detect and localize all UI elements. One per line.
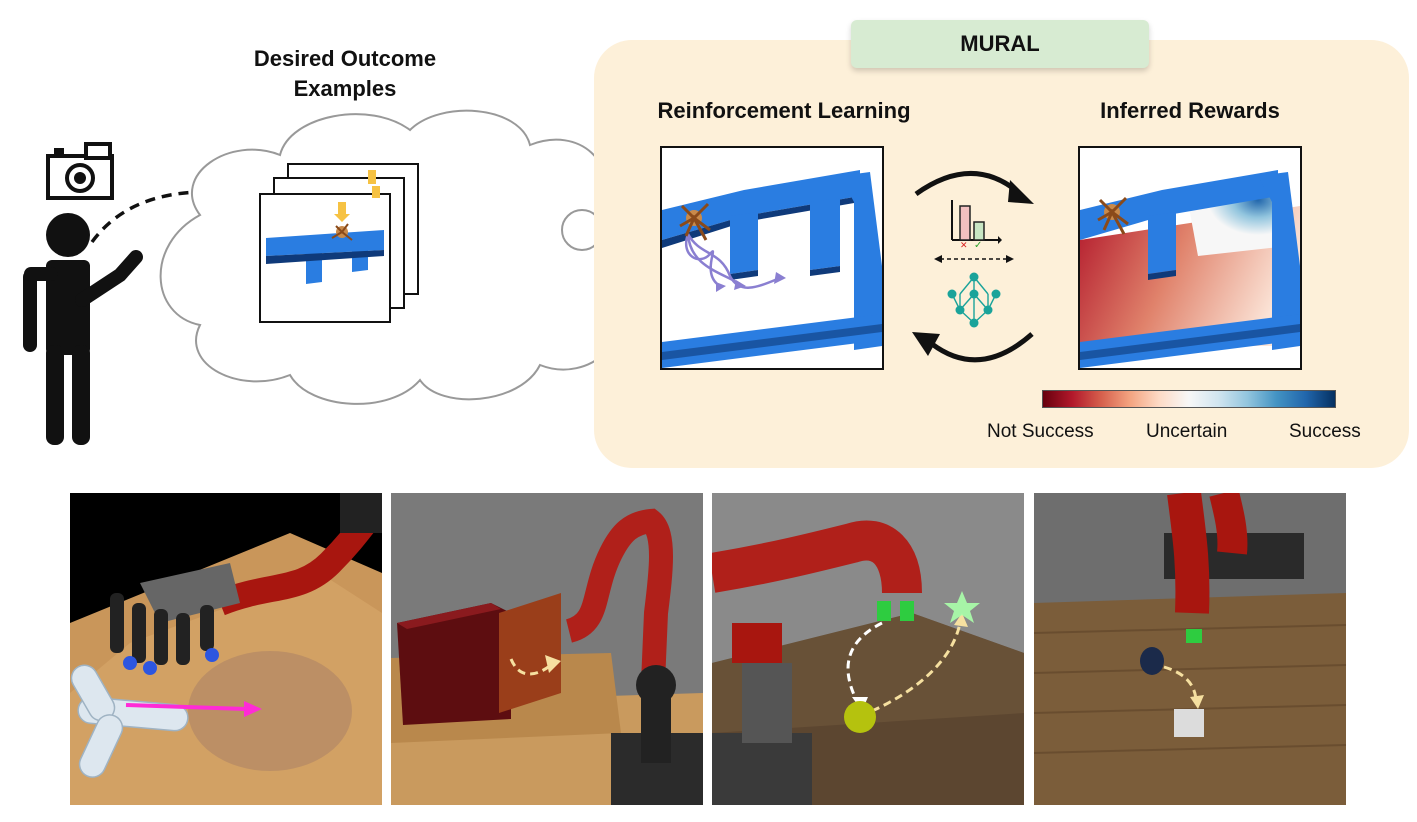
inferred-rewards-image bbox=[1078, 146, 1302, 370]
colorbar-label-success: Success bbox=[1289, 421, 1361, 442]
ball-pushing-scene bbox=[712, 493, 1024, 805]
rl-title: Reinforcement Learning bbox=[657, 98, 911, 123]
outcome-example-stack bbox=[259, 163, 419, 323]
cycle-arrow-bottom-icon bbox=[912, 332, 1034, 363]
dashed-double-arrow-icon bbox=[934, 255, 1014, 263]
camera-icon bbox=[46, 142, 114, 200]
rl-maze-image bbox=[660, 146, 884, 370]
colorbar-label-not-success: Not Success bbox=[987, 421, 1094, 442]
svg-text:✓: ✓ bbox=[974, 240, 982, 248]
rewards-title: Inferred Rewards bbox=[1100, 98, 1280, 123]
colorbar-label-uncertain: Uncertain bbox=[1146, 421, 1228, 442]
reward-colorbar bbox=[1042, 390, 1336, 408]
outcome-title: Desired Outcome Examples bbox=[253, 46, 437, 101]
neural-network-icon bbox=[947, 272, 1001, 328]
person-icon bbox=[23, 213, 143, 445]
mural-label: MURAL bbox=[851, 20, 1149, 68]
dexterous-hand-scene bbox=[70, 493, 382, 805]
svg-text:✕: ✕ bbox=[960, 241, 968, 248]
bar-chart-icon: ✕ ✓ bbox=[951, 200, 1002, 248]
object-placement-scene bbox=[1034, 493, 1346, 805]
door-opening-scene bbox=[391, 493, 703, 805]
cycle-arrow-top-icon bbox=[914, 171, 1034, 204]
